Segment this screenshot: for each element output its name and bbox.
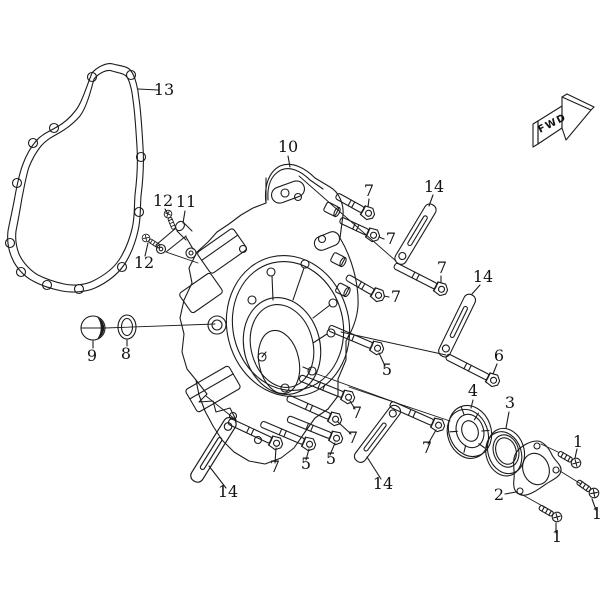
callout-7-d: 7 bbox=[391, 287, 401, 306]
callout-4: 4 bbox=[468, 381, 478, 400]
plate-14-top-right bbox=[392, 201, 439, 267]
callout-7-c: 7 bbox=[437, 258, 447, 277]
screw-1-c bbox=[536, 502, 565, 525]
callout-1-c: 1 bbox=[552, 527, 562, 546]
cover-rim-bolt-tabs bbox=[247, 259, 338, 393]
oil-plug bbox=[80, 315, 106, 341]
bolt-7-g bbox=[387, 397, 447, 434]
callout-5-a: 5 bbox=[382, 360, 392, 379]
callout-7-b: 7 bbox=[386, 229, 396, 248]
bracket bbox=[155, 220, 197, 259]
callout-2: 2 bbox=[494, 485, 504, 504]
callout-8: 8 bbox=[121, 344, 131, 363]
seal-retainer-plate bbox=[513, 440, 562, 496]
callout-13: 13 bbox=[154, 80, 174, 99]
callout-leader-lines bbox=[92, 88, 597, 534]
callout-7-a: 7 bbox=[364, 181, 374, 200]
callout-1-a: 1 bbox=[573, 432, 583, 451]
callout-7-h: 7 bbox=[270, 457, 280, 476]
screw-1-b bbox=[574, 477, 602, 501]
callout-7-g: 7 bbox=[422, 438, 432, 457]
callout-12-bottom: 12 bbox=[134, 253, 154, 272]
fwd-arrow-icon: FWD bbox=[532, 93, 595, 148]
callout-10: 10 bbox=[278, 137, 298, 156]
callout-7-e: 7 bbox=[352, 403, 362, 422]
plate-14-right bbox=[436, 291, 478, 360]
callout-14-top-right: 14 bbox=[424, 177, 444, 196]
gasket bbox=[4, 63, 147, 295]
bracket-bolt-top bbox=[162, 208, 178, 231]
o-ring bbox=[117, 314, 137, 340]
callout-12-top: 12 bbox=[153, 191, 173, 210]
bolt-7-f bbox=[284, 391, 344, 428]
gasket-bolt-holes bbox=[4, 69, 147, 295]
callout-14-bottom-left: 14 bbox=[218, 482, 238, 501]
callout-7-f: 7 bbox=[348, 428, 358, 447]
callout-14-right: 14 bbox=[473, 267, 493, 286]
callout-11: 11 bbox=[176, 192, 196, 211]
callout-14-bottom-middle: 14 bbox=[373, 474, 393, 493]
bolt-5-a bbox=[326, 321, 386, 357]
callout-1-b: 1 bbox=[592, 504, 602, 523]
bracket-bolt-left bbox=[140, 232, 162, 251]
callout-9: 9 bbox=[87, 346, 97, 365]
callout-5-b: 5 bbox=[326, 449, 336, 468]
callout-6: 6 bbox=[494, 346, 504, 365]
callout-3: 3 bbox=[505, 393, 515, 412]
callout-labels: 13 10 12 11 12 9 8 7 7 14 7 7 14 6 5 4 3… bbox=[87, 80, 602, 546]
callout-5-c: 5 bbox=[301, 454, 311, 473]
bearing bbox=[446, 404, 493, 459]
crankcase-cover bbox=[179, 163, 359, 465]
